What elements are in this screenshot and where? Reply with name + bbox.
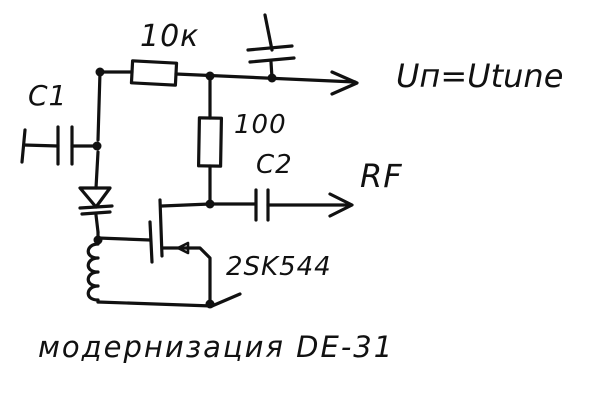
- junction-dot: [205, 299, 215, 309]
- rf-output-arrow: [328, 192, 354, 218]
- resistor-100: [196, 74, 224, 206]
- rf-output-label: RF: [360, 157, 403, 195]
- junction-dot: [267, 73, 277, 83]
- c2-label: C2: [256, 150, 293, 180]
- r2-label: 100: [234, 110, 287, 140]
- capacitor-top: [246, 13, 296, 80]
- tune-output-label: Uп=Utune: [396, 57, 564, 95]
- junction-dot: [205, 71, 215, 81]
- varicap-diode: [78, 186, 114, 216]
- transistor-2sk544: [148, 198, 212, 306]
- caption: модернизация DE-31: [38, 330, 395, 364]
- capacitor-c1: [20, 125, 99, 166]
- junction-dot: [95, 67, 105, 77]
- junction-dot: [205, 199, 215, 209]
- c1-label: C1: [28, 79, 68, 112]
- ground-wire: [96, 292, 242, 308]
- top-wire: [98, 70, 357, 84]
- transistor-label: 2SK544: [226, 252, 332, 282]
- tune-output-arrow: [330, 70, 359, 96]
- inductor-coil: [86, 230, 100, 304]
- gate-wire: [96, 236, 152, 242]
- junction-dot: [93, 235, 103, 245]
- left-wire: [94, 70, 102, 234]
- resistor-10k: [129, 59, 179, 87]
- r1-label: 10к: [140, 19, 200, 54]
- capacitor-c2: [208, 188, 352, 222]
- junction-dot: [92, 141, 102, 151]
